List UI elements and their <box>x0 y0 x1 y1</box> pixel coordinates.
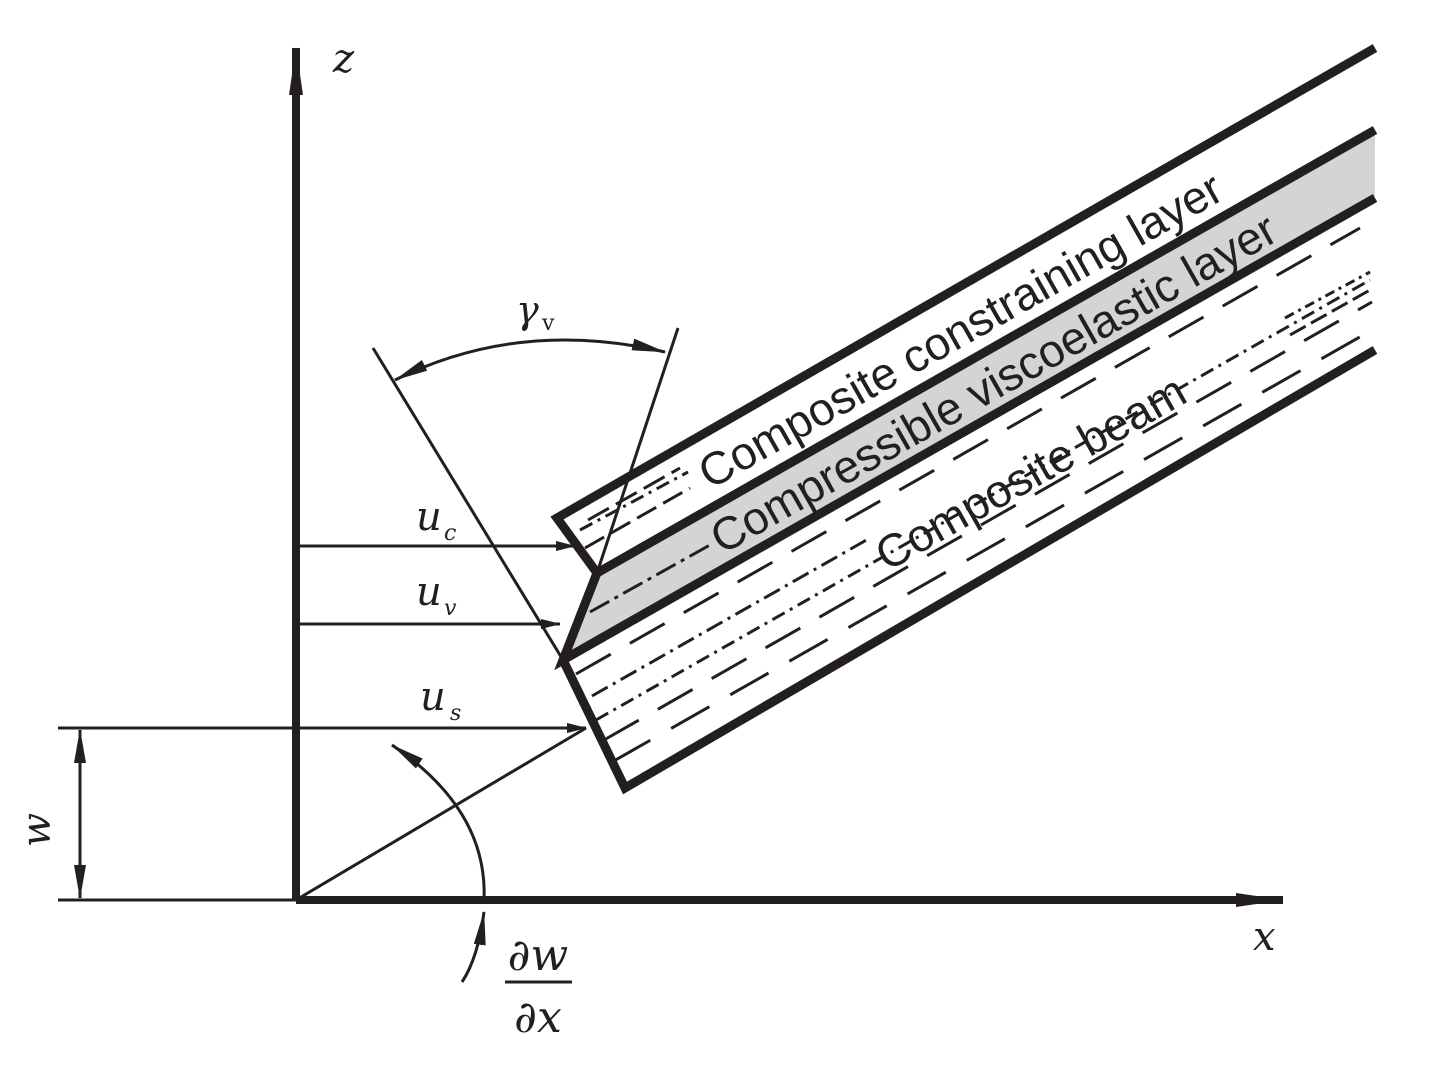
beam-bottom-edge <box>558 346 1378 795</box>
normal-line <box>371 347 565 661</box>
gamma-label: γ <box>516 288 539 332</box>
viscoelastic-layer-hatching <box>589 543 711 614</box>
uc-subscript: c <box>444 521 456 546</box>
us-label: u <box>420 674 446 720</box>
dx-denominator: ∂x <box>514 992 562 1043</box>
slope-angle-lead <box>460 911 486 983</box>
uv-label: u <box>416 569 442 615</box>
uv-subscript: v <box>444 596 457 621</box>
slope-angle-arc <box>391 743 486 901</box>
viscoelastic-layer-fill <box>563 130 1375 660</box>
slope-line <box>295 726 587 902</box>
constraining-layer-top-edge <box>550 44 1378 576</box>
x-axis-label: x <box>1253 914 1276 960</box>
dw-numerator: ∂w <box>508 930 568 981</box>
us-subscript: s <box>450 701 461 726</box>
gamma-subscript: v <box>541 311 555 336</box>
z-axis-label: z <box>332 36 355 82</box>
beam-layer-hatching <box>575 226 1373 764</box>
gamma-angle-arc <box>394 338 666 382</box>
constraining-viscoelastic-interface <box>594 126 1378 577</box>
constraining-layer-hatching <box>579 466 691 550</box>
w-label: w <box>14 813 60 847</box>
uc-label: u <box>416 494 442 540</box>
